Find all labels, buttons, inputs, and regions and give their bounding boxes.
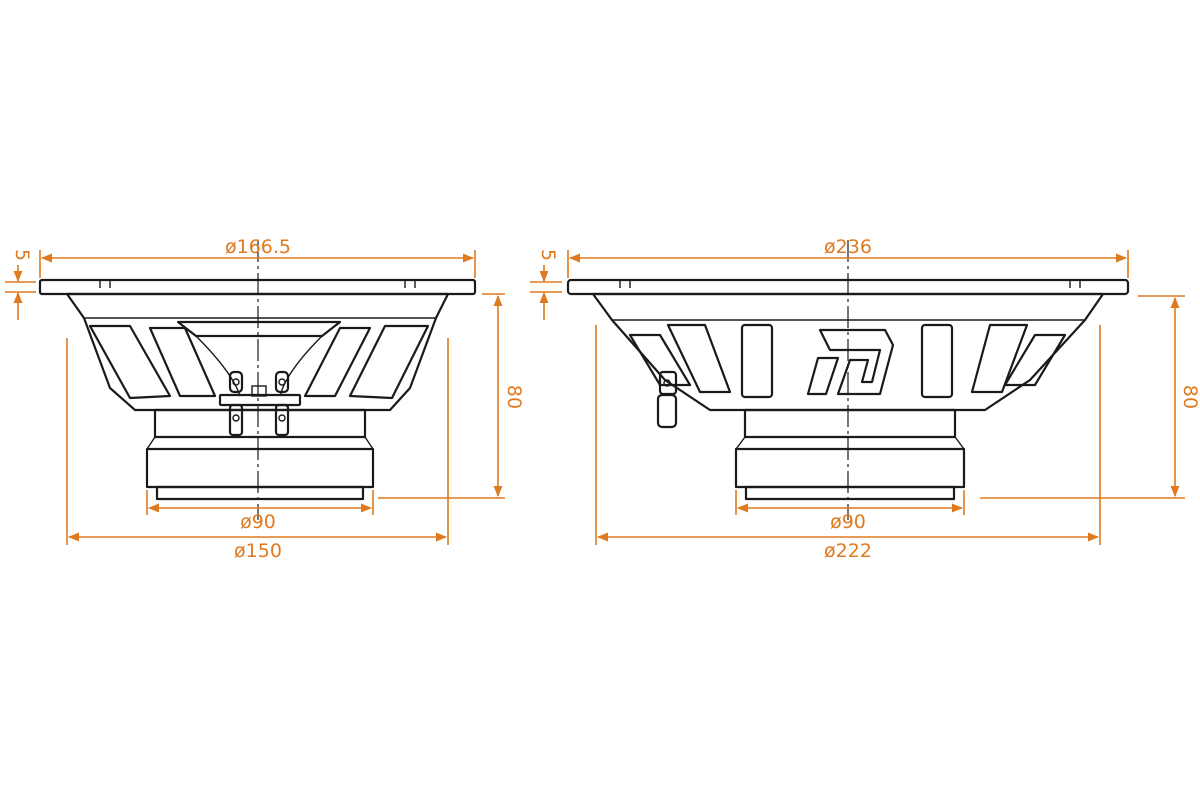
left-speaker-view: ø166.5 5 80 ø90 ø150 (5, 236, 525, 562)
right-basket-diameter-label: ø222 (824, 540, 872, 562)
left-depth-label: 80 (503, 385, 525, 409)
right-top-diameter-label: ø236 (824, 236, 872, 258)
brand-logo-icon (806, 328, 895, 396)
right-magnet-diameter-label: ø90 (830, 511, 866, 533)
right-speaker-view: ø236 5 80 ø90 ø222 (530, 236, 1200, 562)
left-magnet-diameter-label: ø90 (240, 511, 276, 533)
right-dimensions: ø236 5 80 ø90 ø222 (530, 236, 1200, 562)
right-flange-thickness-label: 5 (537, 249, 559, 261)
right-side-terminal (656, 370, 678, 429)
left-basket (65, 292, 450, 437)
left-flange-thickness-label: 5 (11, 249, 33, 261)
right-depth-label: 80 (1179, 385, 1200, 409)
left-dimensions: ø166.5 5 80 ø90 ø150 (5, 236, 525, 562)
left-top-diameter-label: ø166.5 (225, 236, 291, 258)
right-magnet (734, 408, 966, 501)
left-magnet (145, 408, 375, 501)
left-basket-diameter-label: ø150 (234, 540, 282, 562)
